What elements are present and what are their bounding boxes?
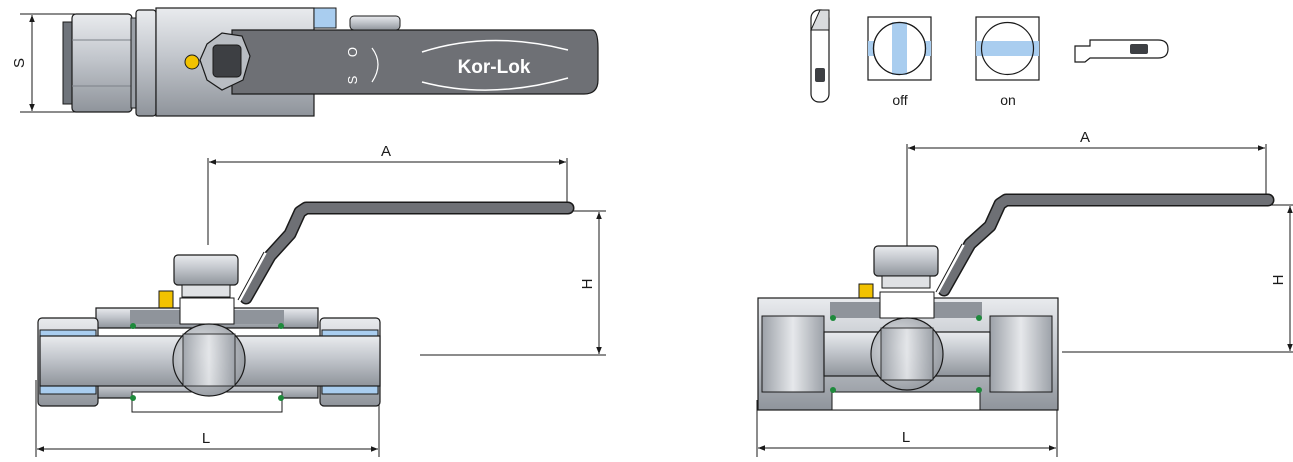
handle-side-icon	[810, 9, 830, 103]
left-section-view: A H L	[35, 143, 606, 458]
handle-mark-s: S	[345, 75, 360, 84]
lock-pin-icon	[184, 54, 200, 70]
right-section-view: A H L	[756, 129, 1293, 458]
brand-logo: Kor-Lok	[458, 57, 531, 78]
right-dim-l-label: L	[902, 429, 910, 446]
left-dim-a-label: A	[381, 143, 391, 160]
left-dim-h-label: H	[579, 279, 596, 290]
on-label: on	[1000, 92, 1016, 108]
right-dim-h-label: H	[1270, 275, 1287, 286]
top-dim-s-label: S	[11, 58, 28, 68]
left-lock-pin	[158, 290, 174, 310]
off-position-icon: off	[867, 16, 932, 108]
top-view: S S O Kor-Lok	[11, 7, 599, 117]
off-label: off	[892, 92, 907, 108]
right-dim-a-label: A	[1080, 129, 1090, 146]
on-position-icon: on	[975, 16, 1040, 108]
handle-top-icon	[1074, 39, 1169, 63]
left-dim-l-label: L	[202, 430, 210, 447]
handle-mark-o: O	[345, 47, 360, 57]
